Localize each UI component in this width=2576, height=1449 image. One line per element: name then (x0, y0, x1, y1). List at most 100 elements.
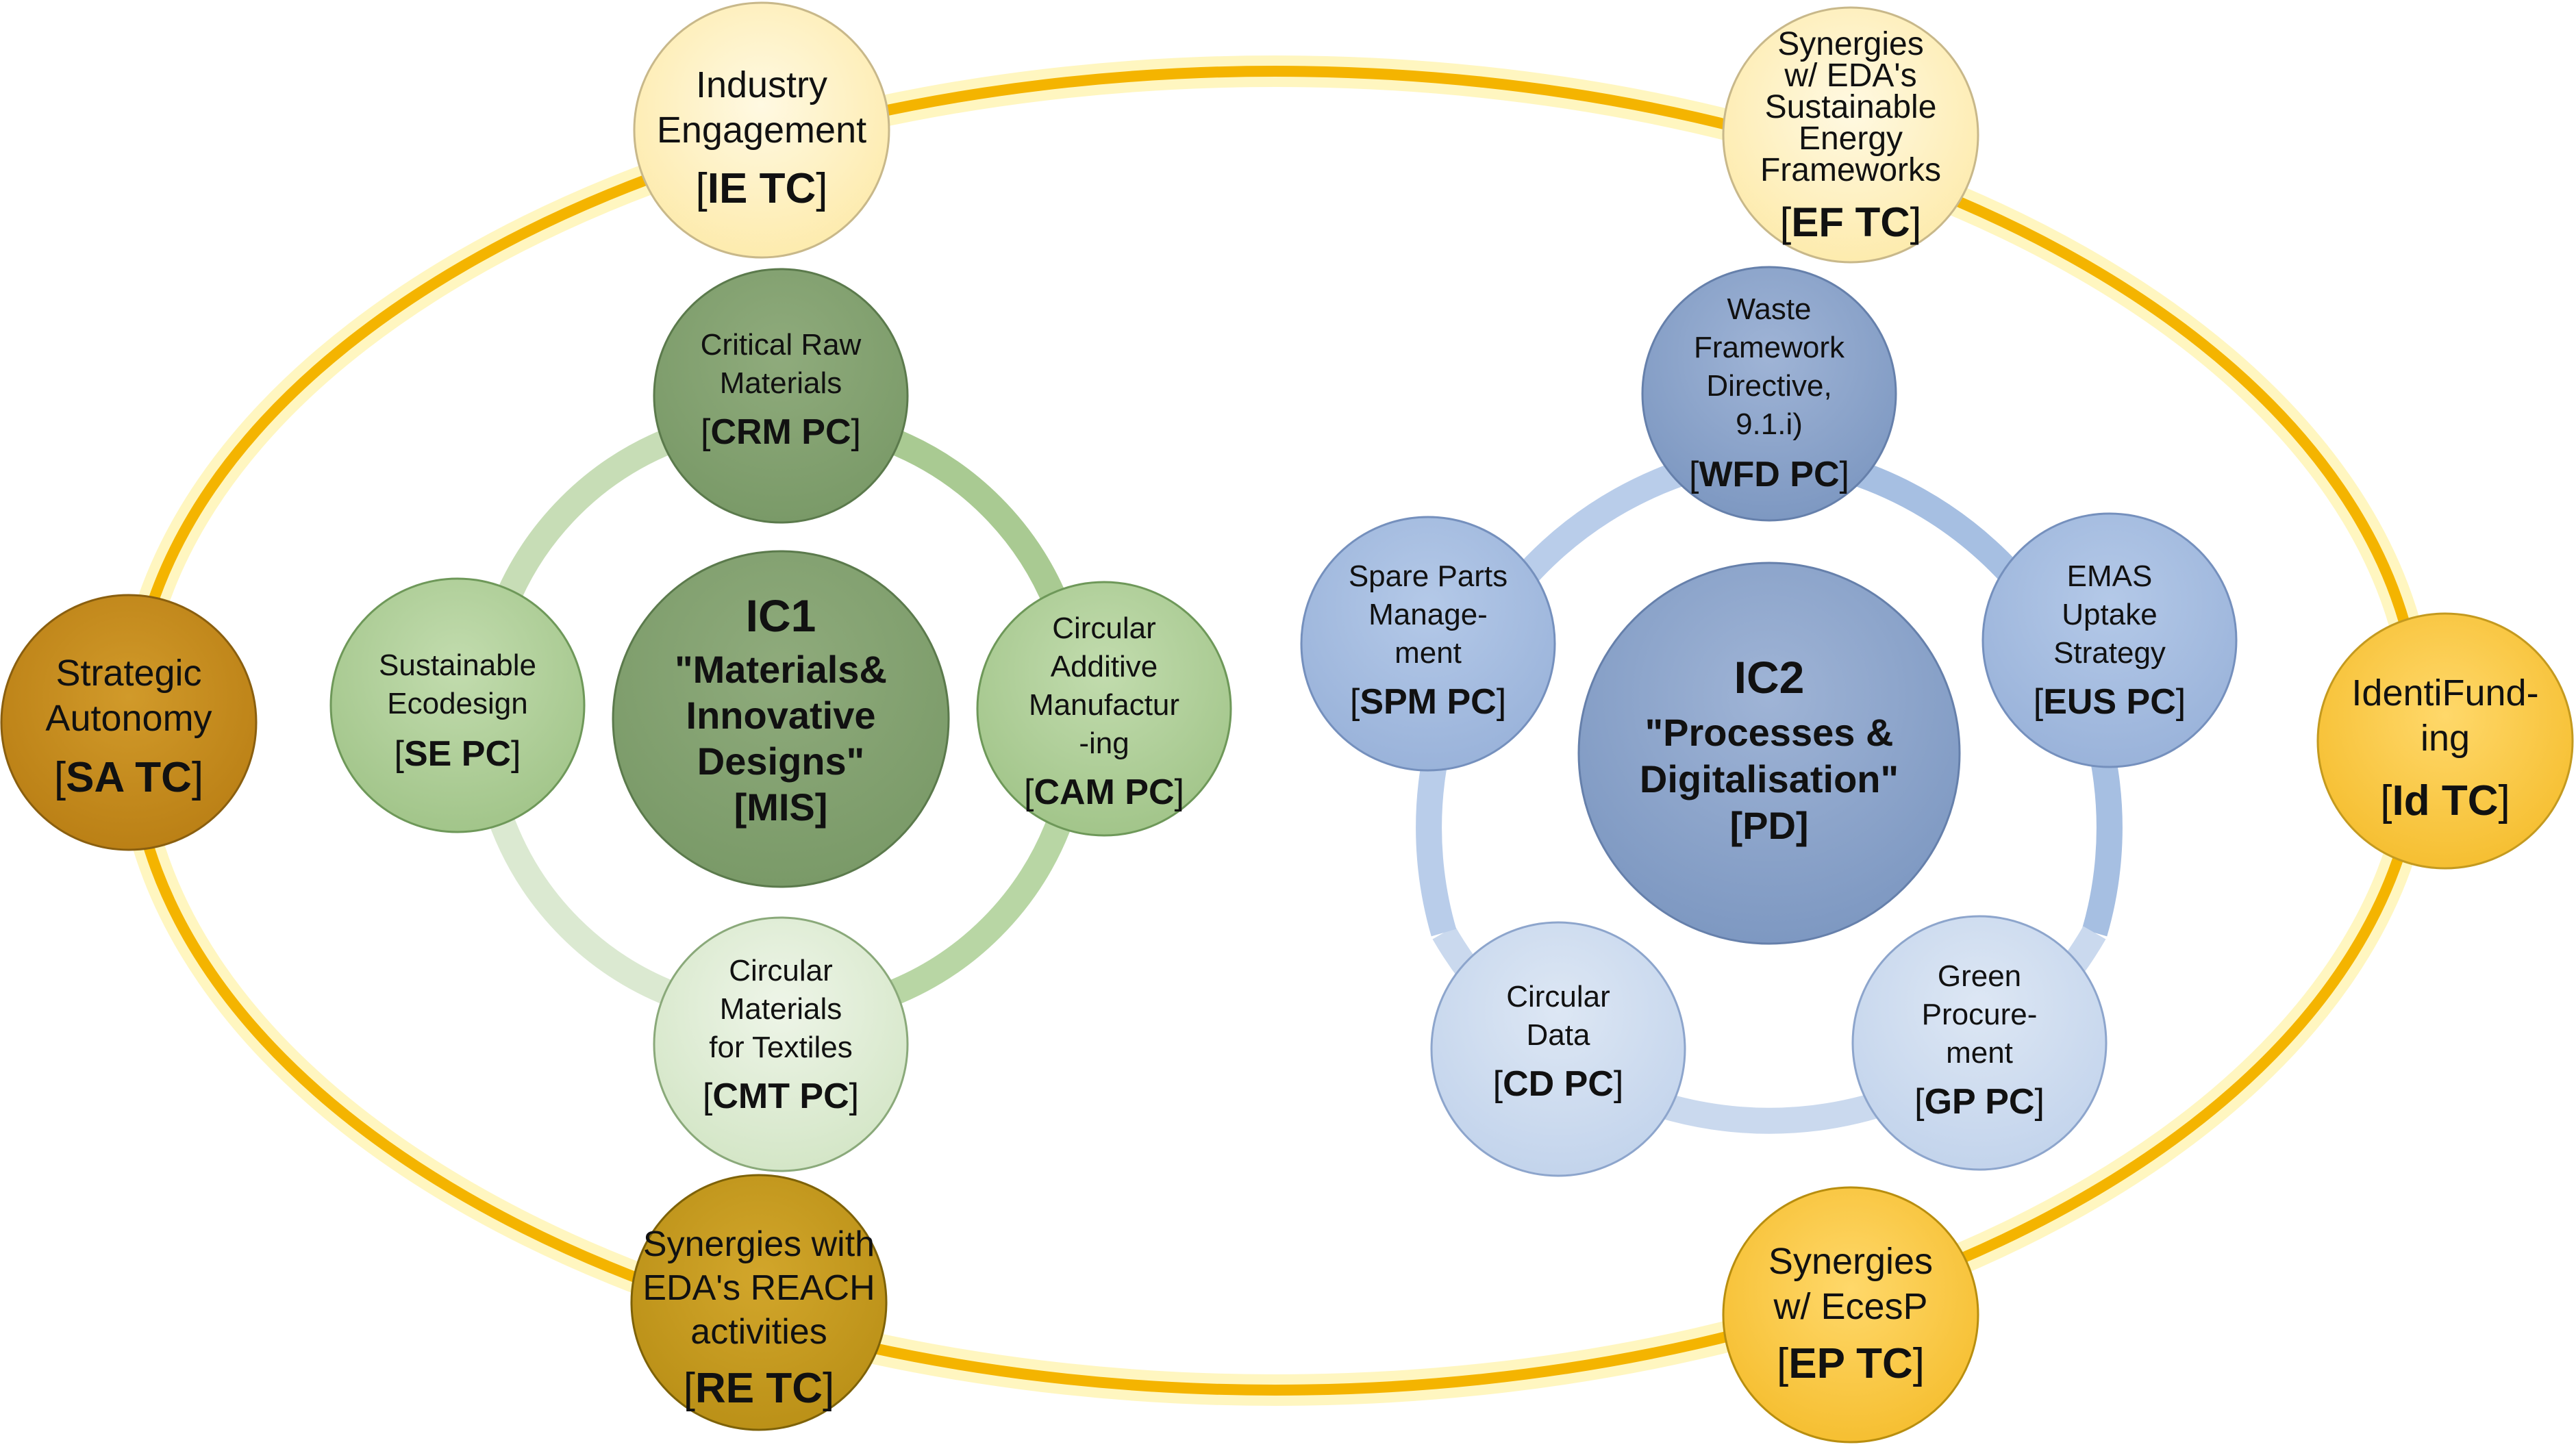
ic1-center-circle (612, 550, 950, 888)
node-ef-tc-code: [EF TC] (1780, 199, 1922, 245)
ic1-node-cam-line-3: -ing (1079, 727, 1129, 760)
node-ef-tc-circle (1722, 6, 1979, 264)
ic1-node-crm-line-1: Materials (720, 366, 842, 400)
node-ie-tc[interactable]: Industry Engagement [IE TC] (633, 1, 890, 259)
ic2-node-gp-circle (1851, 915, 2108, 1171)
ic1-node-cam-line-2: Manufactur (1029, 688, 1179, 722)
ic1-center-line-4: [MIS] (734, 785, 828, 829)
ic2-node-cd-code: [CD PC] (1493, 1064, 1624, 1104)
ic2-center-circle (1577, 562, 1961, 945)
ic1-node-crm-circle (653, 268, 909, 524)
ic1-node-crm[interactable]: Critical Raw Materials [CRM PC] (653, 268, 909, 524)
ic1-node-crm-code-text: CRM PC (710, 412, 851, 452)
ic2-node-cd[interactable]: Circular Data [CD PC] (1430, 921, 1686, 1177)
node-id-tc[interactable]: IdentiFund- ing [Id TC] (2316, 612, 2574, 870)
ic2-node-spm-line-1: Manage- (1368, 598, 1488, 631)
ic2-node-spm-circle (1300, 516, 1556, 772)
node-ie-tc-circle (633, 1, 890, 259)
ic1-center[interactable]: IC1 "Materials& Innovative Designs" [MIS… (612, 550, 950, 888)
node-id-tc-circle (2316, 612, 2574, 870)
node-ep-tc[interactable]: Synergies w/ EcesP [EP TC] (1722, 1186, 1979, 1444)
ic2-node-eus-circle (1981, 512, 2238, 768)
node-ef-tc-line-0: Synergies (1777, 26, 1923, 62)
node-sa-tc-code-text: SA TC (66, 754, 192, 801)
ic1-node-cmt-code-text: CMT PC (712, 1076, 849, 1116)
ic2-node-cd-line-1: Data (1527, 1018, 1590, 1052)
ic2-center-line-2: Digitalisation" (1640, 757, 1899, 801)
node-id-tc-line-1: ing (2421, 718, 2470, 759)
ic2-center[interactable]: IC2 "Processes & Digitalisation" [PD] (1577, 562, 1961, 945)
ic1-node-se-code: [SE PC] (395, 734, 521, 774)
node-sa-tc[interactable]: Strategic Autonomy [SA TC] (0, 594, 258, 851)
ic2-node-gp[interactable]: Green Procure- ment [GP PC] (1851, 915, 2108, 1171)
ic2-node-eus-line-0: EMAS (2067, 559, 2153, 593)
node-sa-tc-line-1: Autonomy (45, 698, 212, 739)
ic2-node-spm-code: [SPM PC] (1350, 682, 1506, 722)
ic2-node-eus-code: [EUS PC] (2034, 682, 2186, 722)
ic2-node-eus[interactable]: EMAS Uptake Strategy [EUS PC] (1981, 512, 2238, 768)
node-re-tc-line-1: EDA's REACH (642, 1268, 875, 1308)
ic1-node-cam-code: [CAM PC] (1024, 772, 1184, 812)
ic2-center-line-1: "Processes & (1645, 711, 1894, 754)
node-id-tc-line-0: IdentiFund- (2351, 672, 2538, 714)
ic1-node-se-line-1: Ecodesign (387, 687, 527, 720)
ic1-center-line-2: Innovative (686, 694, 876, 737)
ic2-node-wfd-code: [WFD PC] (1689, 455, 1849, 494)
ic1-node-se-circle (329, 577, 586, 833)
node-ef-tc-line-2: Sustainable (1765, 89, 1937, 125)
ic2-node-eus-code-text: EUS PC (2043, 682, 2176, 722)
ic2-node-gp-line-2: ment (1946, 1036, 2013, 1070)
node-ep-tc-line-0: Synergies (1768, 1241, 1933, 1282)
ic2-node-eus-line-1: Uptake (2062, 598, 2157, 631)
node-re-tc-code-text: RE TC (695, 1365, 823, 1412)
ic1-node-crm-line-0: Critical Raw (701, 328, 862, 362)
ic1-node-cam-circle (976, 581, 1232, 837)
node-ep-tc-code-text: EP TC (1788, 1340, 1912, 1387)
ic1-node-cmt-line-2: for Textiles (709, 1031, 853, 1064)
node-ep-tc-circle (1722, 1186, 1979, 1444)
ic2-center-line-0: IC2 (1734, 652, 1805, 703)
ic1-center-line-0: IC1 (746, 590, 816, 641)
ic2-node-gp-line-1: Procure- (1922, 998, 2038, 1031)
ic1-node-cam-line-1: Additive (1051, 650, 1158, 683)
ic1-center-line-3: Designs" (697, 740, 864, 783)
node-re-tc[interactable]: Synergies with EDA's REACH activities [R… (630, 1174, 888, 1431)
ic1-node-se[interactable]: Sustainable Ecodesign [SE PC] (329, 577, 586, 833)
ic2-node-spm-code-text: SPM PC (1360, 682, 1496, 722)
ic2-node-wfd[interactable]: Waste Framework Directive, 9.1.i) [WFD P… (1641, 266, 1897, 522)
ic2-node-wfd-line-2: Directive, (1706, 369, 1831, 403)
node-re-tc-circle (630, 1174, 888, 1431)
node-id-tc-code: [Id TC] (2380, 777, 2510, 824)
ic2-node-spm-line-0: Spare Parts (1349, 559, 1508, 593)
ic2-node-wfd-line-3: 9.1.i) (1736, 407, 1803, 441)
node-ie-tc-line-1: Engagement (657, 110, 866, 151)
node-re-tc-line-2: activities (690, 1312, 827, 1352)
node-ef-tc[interactable]: Synergies w/ EDA's Sustainable Energy Fr… (1722, 6, 1979, 264)
node-ef-tc-code-text: EF TC (1791, 199, 1910, 245)
ic1-node-se-code-text: SE PC (404, 734, 511, 774)
ic1-node-cam-line-0: Circular (1052, 612, 1156, 645)
ic1-node-cmt[interactable]: Circular Materials for Textiles [CMT PC] (653, 916, 909, 1172)
node-id-tc-code-text: Id TC (2392, 777, 2499, 824)
ic2-node-wfd-line-1: Framework (1694, 331, 1845, 364)
node-ie-tc-code: [IE TC] (696, 165, 828, 212)
ic2-node-gp-line-0: Green (1938, 959, 2021, 993)
ic1-node-cam-code-text: CAM PC (1034, 772, 1174, 812)
node-re-tc-code: [RE TC] (684, 1365, 834, 1412)
ic1-node-cmt-line-0: Circular (729, 954, 833, 987)
ic1-center-line-1: "Materials& (675, 648, 887, 691)
ic1-node-cmt-circle (653, 916, 909, 1172)
ic1-node-cmt-code: [CMT PC] (703, 1076, 859, 1116)
ic2-node-cd-code-text: CD PC (1503, 1064, 1614, 1104)
node-ef-tc-line-3: Energy (1799, 121, 1903, 157)
node-ef-tc-line-1: w/ EDA's (1784, 58, 1916, 94)
ic2-node-gp-code: [GP PC] (1914, 1082, 2044, 1122)
ic2-node-cd-circle (1430, 921, 1686, 1177)
node-ie-tc-line-0: Industry (696, 64, 827, 105)
ic2-node-spm[interactable]: Spare Parts Manage- ment [SPM PC] (1300, 516, 1556, 772)
node-ep-tc-line-1: w/ EcesP (1773, 1286, 1927, 1327)
ic1-node-cam[interactable]: Circular Additive Manufactur -ing [CAM P… (976, 581, 1232, 837)
ic2-node-wfd-code-text: WFD PC (1699, 455, 1839, 494)
